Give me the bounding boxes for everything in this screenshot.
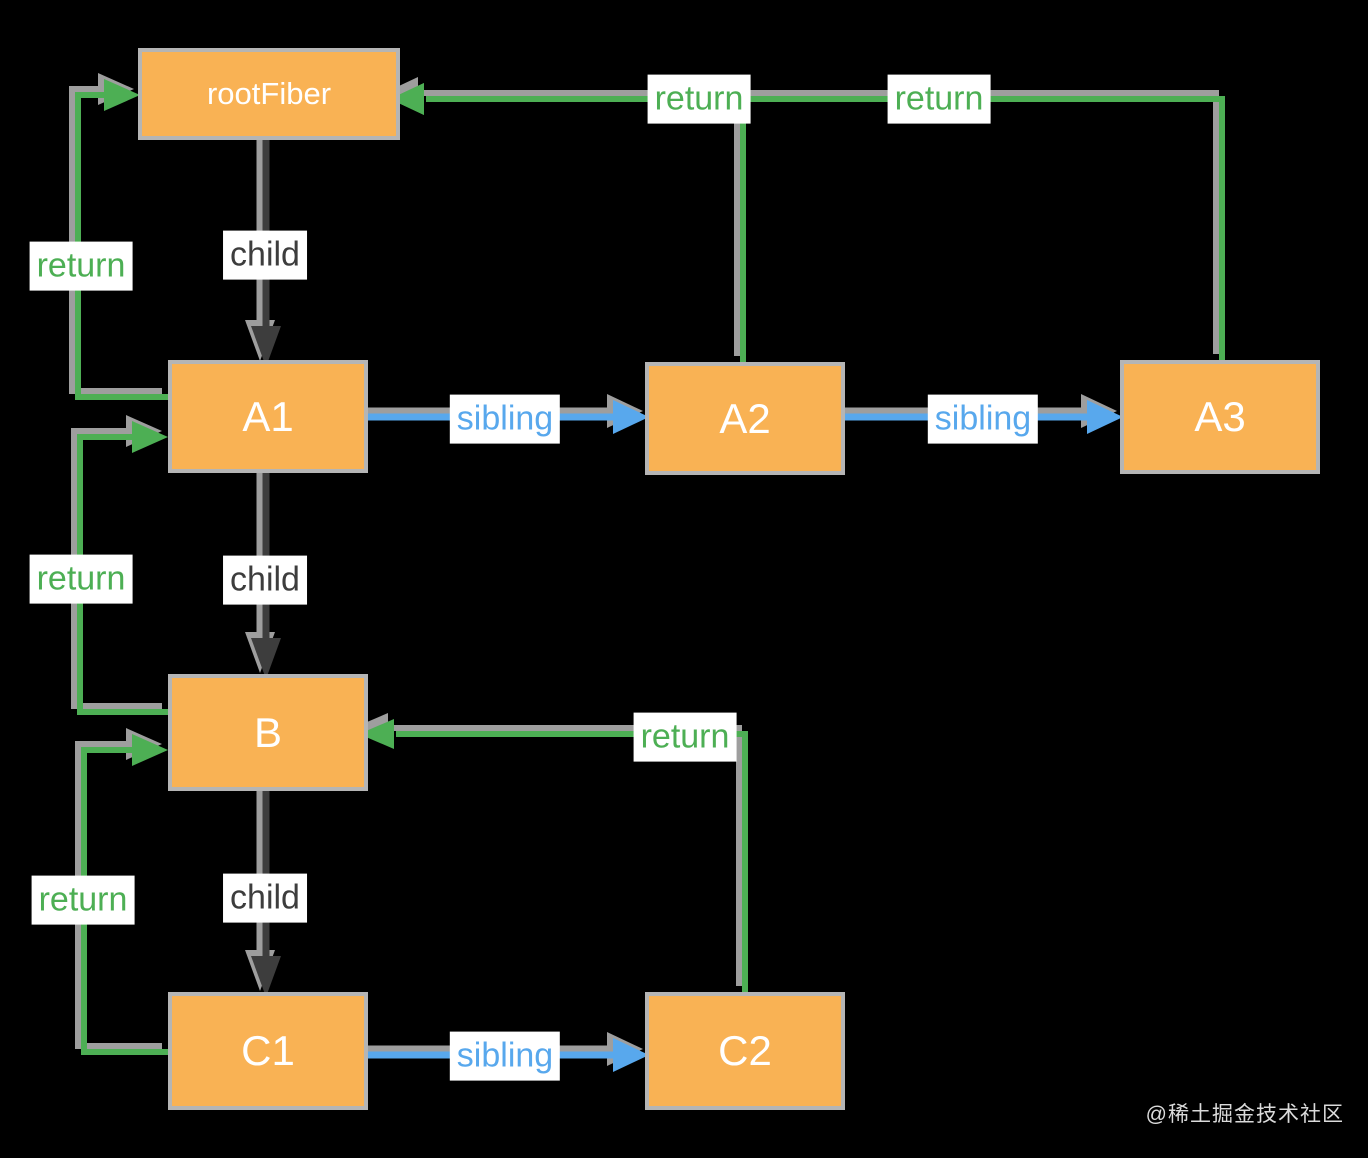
arrowhead-right-icon [1087,400,1123,434]
edge-label-return-c2-b: return [633,712,737,762]
edge-label-child-rootfiber-a1: child [223,230,307,280]
arrowhead-right-icon [132,421,168,453]
arrowhead-down-icon [251,956,281,997]
node-rootfiber: rootFiber [138,48,400,140]
edge-return-c2-b [359,719,748,992]
edge-label-sibling-a2-a3: sibling [927,394,1039,444]
arrowhead-right-icon [132,734,168,766]
arrowhead-right-icon [104,79,140,111]
edge-return-a3-rootfiber [390,83,1225,360]
node-a1: A1 [168,360,368,473]
edge-label-return-a2-rootfiber: return [647,74,751,124]
edge-label-sibling-a1-a2: sibling [449,394,561,444]
edge-return-a2-rootfiber [390,83,746,362]
arrowhead-down-icon [251,326,281,367]
node-b: B [168,674,368,791]
node-a3: A3 [1120,360,1320,474]
node-c2: C2 [645,992,845,1110]
node-c1: C1 [168,992,368,1110]
edge-label-return-a3-rootfiber: return [887,74,991,124]
edge-label-return-b-a1: return [29,554,133,604]
arrowhead-right-icon [613,400,649,434]
node-a2: A2 [645,362,845,475]
watermark: @稀土掘金技术社区 [1145,1103,1344,1126]
edge-label-sibling-c1-c2: sibling [449,1031,561,1081]
edge-label-child-a1-b: child [223,555,307,605]
arrowhead-down-icon [251,638,281,679]
arrowhead-left-icon [359,719,394,749]
edge-label-child-b-c1: child [223,873,307,923]
edge-label-return-a1-rootfiber: return [29,241,133,291]
edge-label-return-c1-b: return [31,875,135,925]
arrowhead-left-icon [390,83,424,115]
arrowhead-right-icon [613,1038,649,1072]
